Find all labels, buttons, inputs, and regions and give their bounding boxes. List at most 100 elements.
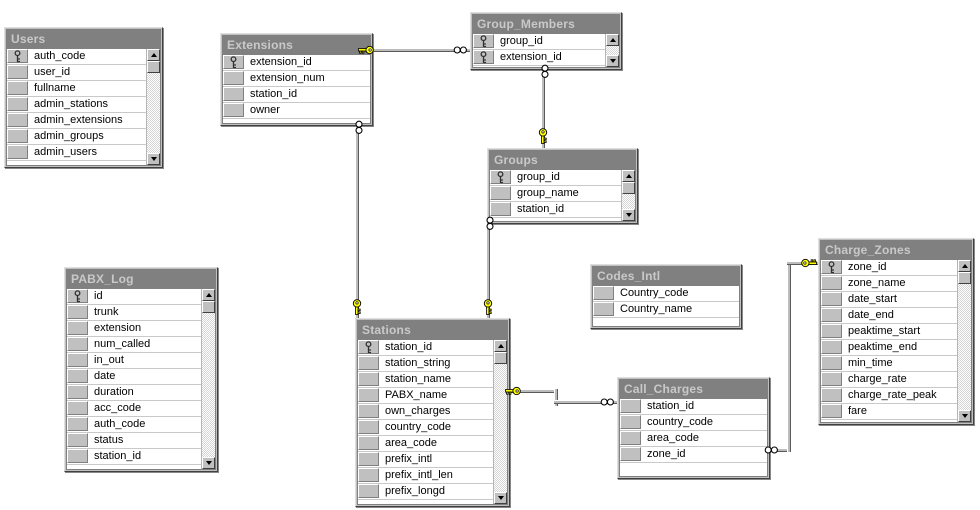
scrollbar-thumb[interactable] [494,352,507,364]
row-selector-button[interactable] [620,415,641,429]
row-selector-button[interactable] [67,289,88,303]
scrollbar-up-icon[interactable] [147,49,160,61]
scrollbar-up-icon[interactable] [622,170,635,182]
relationship-line-charge_zones-call_charges[interactable] [766,448,791,452]
row-selector-button[interactable] [67,401,88,415]
field-row[interactable]: group_id [490,170,635,186]
row-selector-button[interactable] [620,431,641,445]
row-selector-button[interactable] [620,399,641,413]
row-selector-button[interactable] [358,484,379,498]
field-row[interactable]: id [67,289,215,305]
row-selector-button[interactable] [67,385,88,399]
row-selector-button[interactable] [67,449,88,463]
table-title[interactable]: Charge_Zones [821,241,971,260]
table-scrollbar[interactable] [957,260,971,422]
scrollbar-down-icon[interactable] [606,55,619,67]
relationship-line-groups-group_members[interactable] [541,65,545,148]
row-selector-button[interactable] [821,388,842,402]
relationship-line-stations-groups[interactable] [486,217,490,318]
table-title[interactable]: Users [7,30,160,49]
row-selector-button[interactable] [490,202,511,216]
scrollbar-down-icon[interactable] [622,209,635,221]
relationship-line-extensions-group_members[interactable] [369,48,470,52]
scrollbar-down-icon[interactable] [494,492,507,504]
row-selector-button[interactable] [821,260,842,274]
field-row[interactable]: area_code [358,436,507,452]
field-row[interactable]: prefix_longd [358,484,507,500]
field-row[interactable]: charge_rate_peak [821,388,971,404]
row-selector-button[interactable] [821,292,842,306]
row-selector-button[interactable] [593,286,614,300]
field-row[interactable]: date [67,369,215,385]
row-selector-button[interactable] [821,276,842,290]
table-title[interactable]: Call_Charges [620,380,767,399]
row-selector-button[interactable] [490,186,511,200]
field-row[interactable]: fare [821,404,971,420]
field-row[interactable]: extension [67,321,215,337]
relationship-line-stations-call_charges[interactable] [554,389,558,406]
field-row[interactable]: zone_id [620,447,767,463]
row-selector-button[interactable] [358,372,379,386]
field-row[interactable]: station_string [358,356,507,372]
table-scrollbar[interactable] [201,289,215,469]
row-selector-button[interactable] [223,103,244,117]
row-selector-button[interactable] [821,324,842,338]
field-row[interactable]: status [67,433,215,449]
row-selector-button[interactable] [358,388,379,402]
scrollbar-down-icon[interactable] [202,457,215,469]
row-selector-button[interactable] [358,436,379,450]
field-row[interactable]: prefix_intl_len [358,468,507,484]
row-selector-button[interactable] [821,308,842,322]
row-selector-button[interactable] [358,404,379,418]
field-row[interactable]: admin_stations [7,97,160,113]
field-row[interactable]: zone_id [821,260,971,276]
table-title[interactable]: Stations [358,321,507,340]
row-selector-button[interactable] [223,55,244,69]
field-row[interactable]: Country_name [593,302,739,318]
table-title[interactable]: Codes_Intl [593,267,739,286]
row-selector-button[interactable] [358,356,379,370]
field-row[interactable]: fullname [7,81,160,97]
scrollbar-up-icon[interactable] [606,34,619,46]
scrollbar-thumb[interactable] [622,182,635,194]
scrollbar-down-icon[interactable] [958,410,971,422]
scrollbar-down-icon[interactable] [147,153,160,165]
field-row[interactable]: extension_num [223,71,370,87]
row-selector-button[interactable] [821,404,842,418]
row-selector-button[interactable] [7,113,28,127]
field-row[interactable]: owner [223,103,370,119]
row-selector-button[interactable] [67,337,88,351]
row-selector-button[interactable] [223,87,244,101]
field-row[interactable]: country_code [358,420,507,436]
field-row[interactable]: admin_users [7,145,160,161]
row-selector-button[interactable] [67,417,88,431]
row-selector-button[interactable] [593,302,614,316]
field-row[interactable]: station_id [620,399,767,415]
table-title[interactable]: Group_Members [473,15,619,34]
field-row[interactable]: PABX_name [358,388,507,404]
scrollbar-up-icon[interactable] [494,340,507,352]
field-row[interactable]: num_called [67,337,215,353]
row-selector-button[interactable] [67,321,88,335]
field-row[interactable]: min_time [821,356,971,372]
row-selector-button[interactable] [67,353,88,367]
table-scrollbar[interactable] [146,49,160,165]
field-row[interactable]: station_id [223,87,370,103]
relationship-line-stations-extensions[interactable] [355,121,359,318]
table-title[interactable]: PABX_Log [67,270,215,289]
row-selector-button[interactable] [821,372,842,386]
table-title[interactable]: Groups [490,151,635,170]
row-selector-button[interactable] [490,170,511,184]
field-row[interactable]: station_id [67,449,215,465]
field-row[interactable]: zone_name [821,276,971,292]
row-selector-button[interactable] [67,305,88,319]
row-selector-button[interactable] [67,433,88,447]
field-row[interactable]: auth_code [7,49,160,65]
row-selector-button[interactable] [358,420,379,434]
